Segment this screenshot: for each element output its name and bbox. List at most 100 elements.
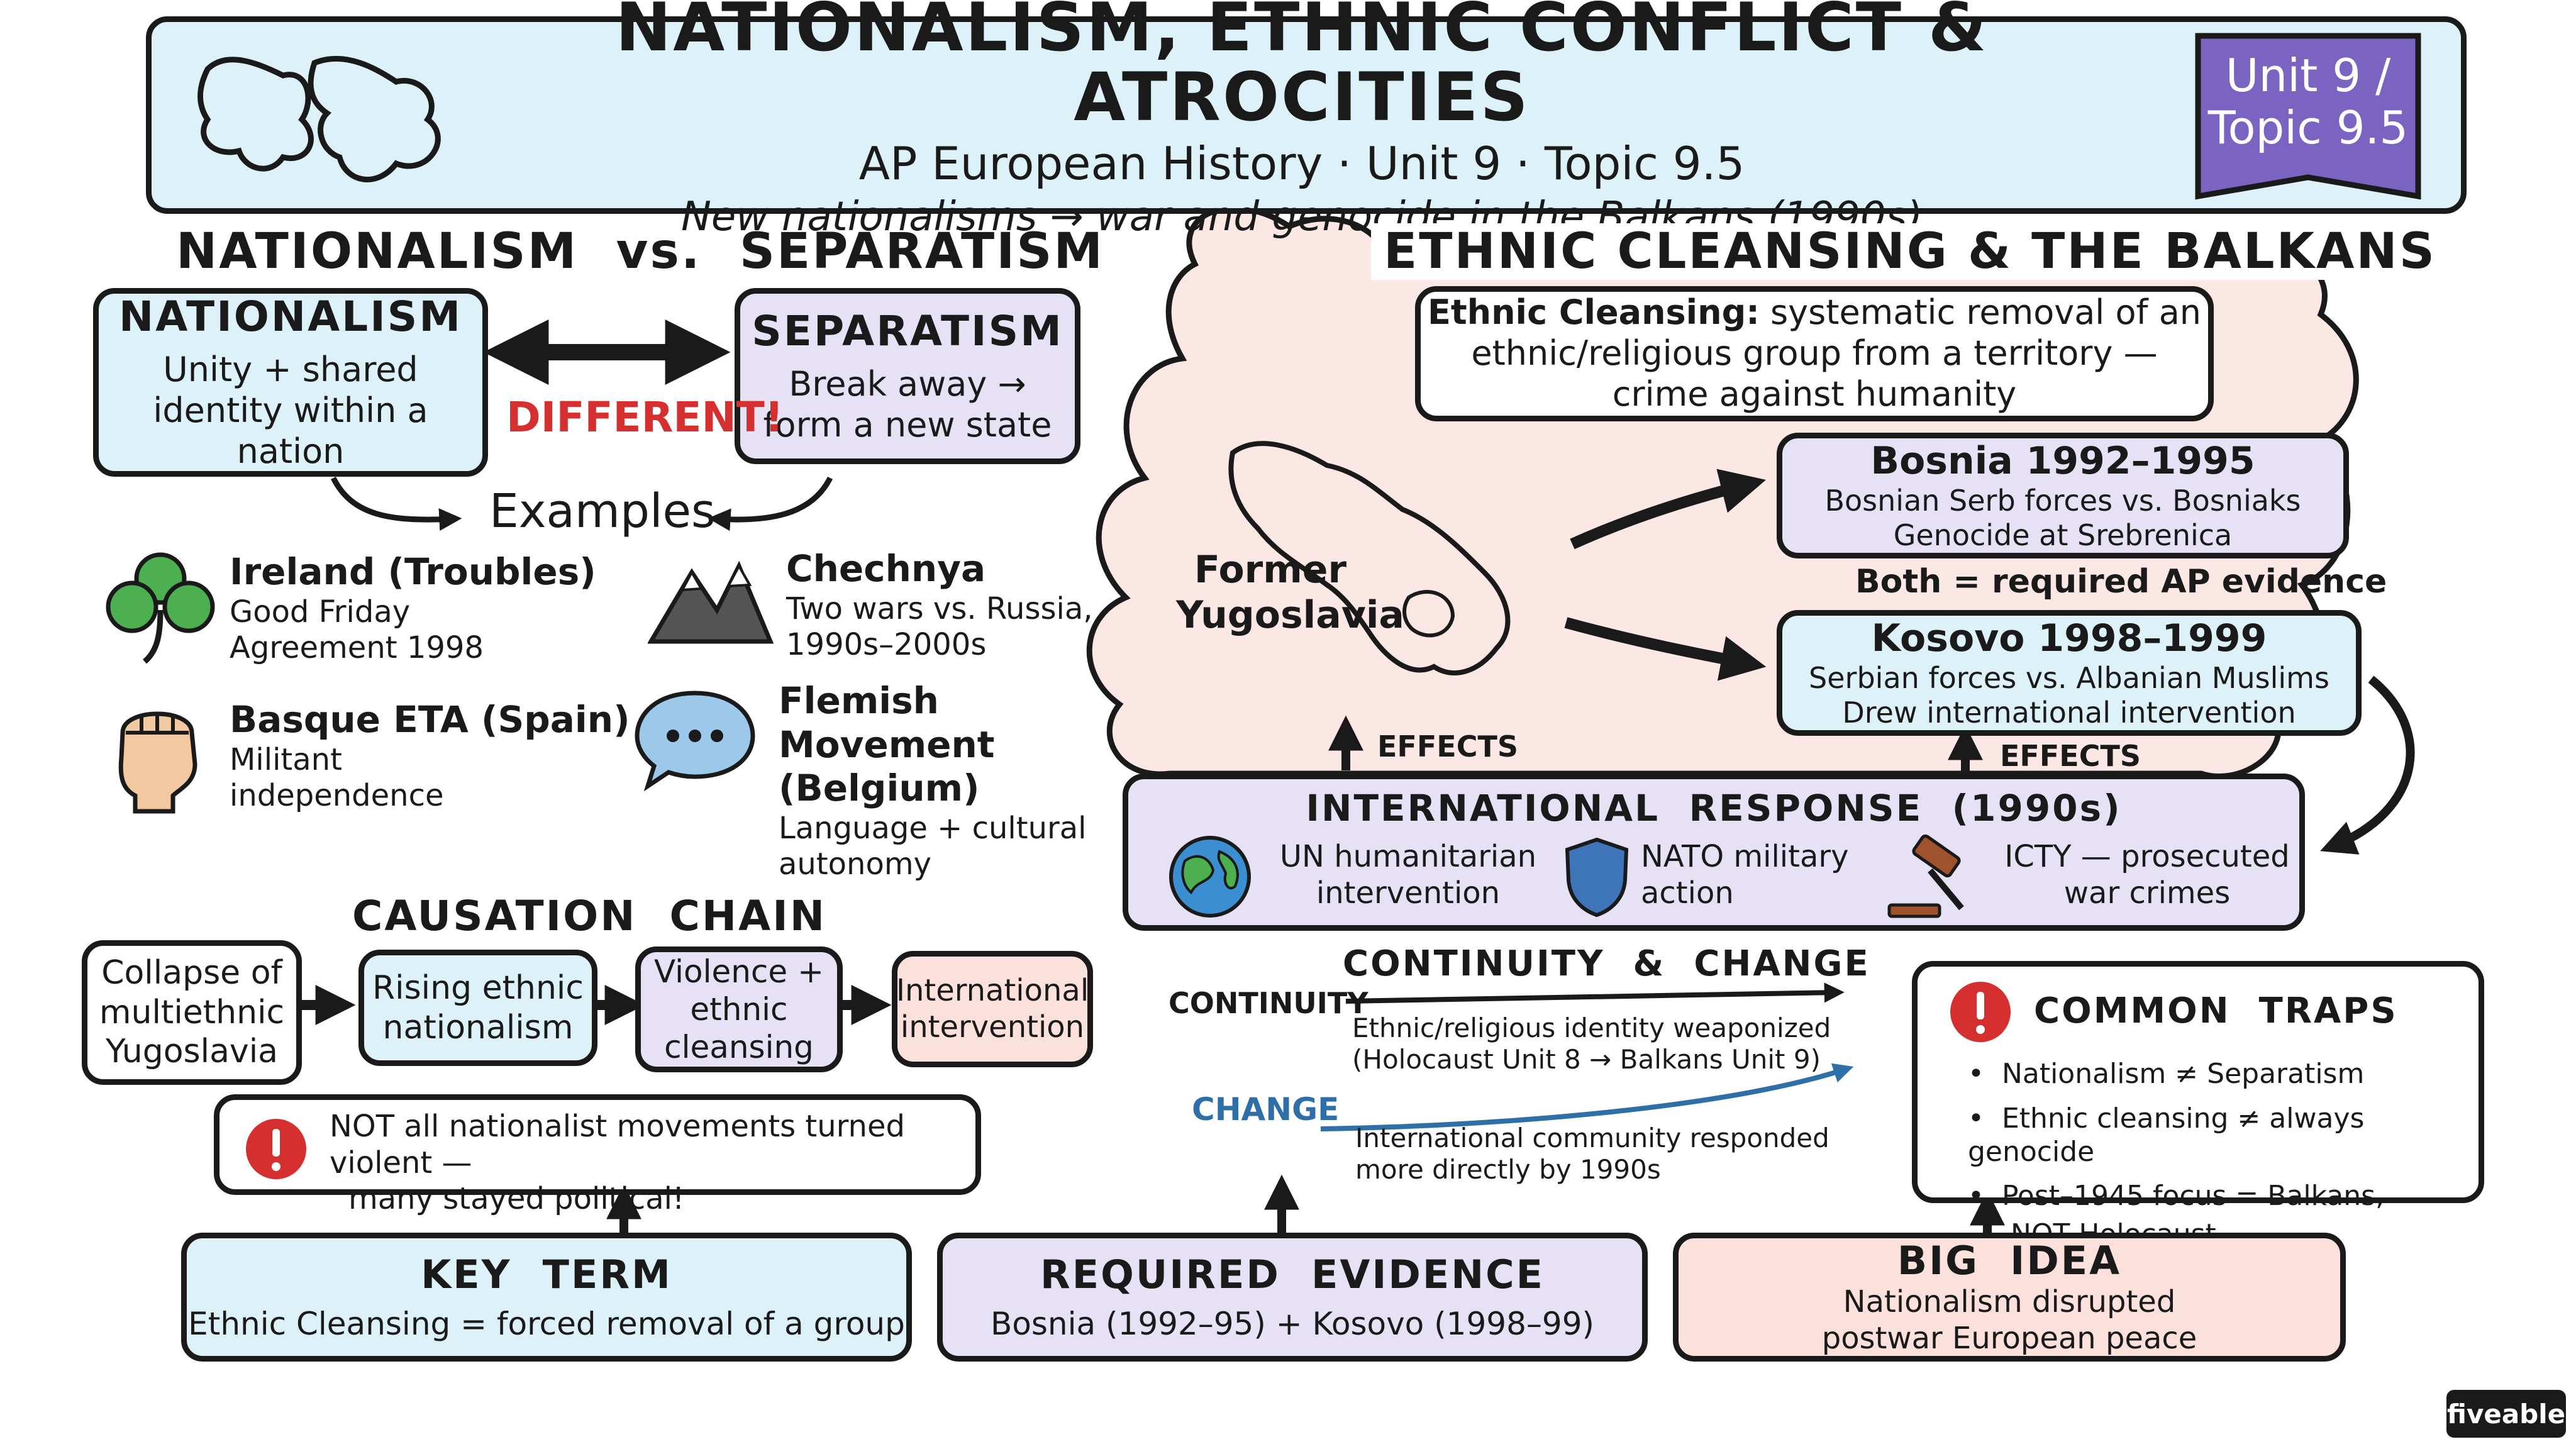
continuity-label: CONTINUITY (1169, 986, 1368, 1020)
evidence-title: REQUIRED EVIDENCE (1040, 1252, 1545, 1298)
step2-line1: Rising ethnic (372, 969, 584, 1008)
separatism-title: SEPARATISM (752, 306, 1063, 355)
evidence-text: Bosnia (1992–95) + Kosovo (1998–99) (990, 1305, 1595, 1342)
required-evidence-card: REQUIRED EVIDENCE Bosnia (1992–95) + Kos… (937, 1233, 1648, 1362)
effects-label-left: EFFECTS (1377, 730, 1518, 763)
response-icty-line2: war crimes (2063, 875, 2231, 911)
map-label-1: Former (1194, 548, 1347, 592)
separatism-card: SEPARATISM Break away → form a new state (735, 288, 1080, 464)
bosnia-line1: Bosnian Serb forces vs. Bosniaks (1824, 483, 2301, 518)
warning-line1: NOT all nationalist movements turned vio… (330, 1109, 905, 1180)
shield-icon (1565, 837, 1629, 918)
def-term: Ethnic Cleansing: (1427, 292, 1760, 333)
flemish-title2: (Belgium) (779, 767, 980, 810)
causation-heading: CAUSATION CHAIN (352, 892, 826, 940)
causation-warning: NOT all nationalist movements turned vio… (214, 1094, 981, 1216)
effects-label-right: EFFECTS (2000, 739, 2141, 773)
chechnya-line2: 1990s–2000s (786, 627, 987, 663)
step3-line1: Violence + (654, 953, 824, 990)
causation-step-3: Violence + ethnic cleansing (635, 947, 843, 1072)
causation-step-4: International intervention (892, 951, 1093, 1067)
continuity-line1: Ethnic/religious identity weaponized (1352, 1013, 1831, 1043)
continuity-line2: (Holocaust Unit 8 → Balkans Unit 9) (1352, 1044, 1821, 1075)
balkan-map-icon (197, 55, 441, 182)
def-line1: systematic removal of an (1759, 292, 2202, 333)
basque-line1: Militant (230, 741, 342, 777)
step1-line1: Collapse of (101, 954, 282, 992)
key-term-title: KEY TERM (421, 1252, 672, 1298)
flemish-line2: autonomy (779, 847, 931, 882)
kosovo-card: Kosovo 1998–1999 Serbian forces vs. Alba… (1777, 610, 2362, 736)
mountain-icon (648, 560, 774, 644)
warning-line2: many stayed political! (348, 1181, 685, 1217)
traps-heading: COMMON TRAPS (2034, 991, 2398, 1031)
big-idea-title: BIG IDEA (1897, 1237, 2122, 1284)
badge-line1: Unit 9 / (2225, 49, 2391, 103)
response-un-line2: intervention (1316, 875, 1501, 911)
step3-line2: ethnic (690, 991, 788, 1028)
bosnia-line2: Genocide at Srebrenica (1893, 518, 2233, 552)
step4-line1: International (896, 972, 1089, 1008)
page-title: NATIONALISM, ETHNIC CONFLICT & ATROCITIE… (615, 0, 1989, 136)
unit-badge: Unit 9 / Topic 9.5 (2195, 33, 2421, 201)
big-idea-line1: Nationalism disrupted (1843, 1284, 2176, 1320)
step1-line2: multiethnic (99, 993, 285, 1031)
alert-icon-traps (1950, 982, 2011, 1042)
step2-line2: nationalism (382, 1008, 574, 1046)
big-idea-card: BIG IDEA Nationalism disrupted postwar E… (1673, 1233, 2346, 1362)
nat-sep-heading: NATIONALISM vs. SEPARATISM (176, 223, 1105, 280)
yugoslavia-map-icon (1228, 441, 1511, 675)
header-banner (146, 16, 2467, 214)
big-idea-line2: postwar European peace (1821, 1320, 2197, 1356)
bosnia-card: Bosnia 1992–1995 Bosnian Serb forces vs.… (1777, 433, 2349, 558)
ireland-line2: Agreement 1998 (230, 630, 484, 666)
key-term-text: Ethnic Cleansing = forced removal of a g… (188, 1305, 905, 1342)
bosnia-title: Bosnia 1992–1995 (1870, 438, 2255, 483)
basque-line2: independence (230, 778, 444, 814)
nationalism-title: NATIONALISM (118, 292, 462, 341)
international-response-panel: INTERNATIONAL RESPONSE (1990s) UN humani… (1123, 774, 2305, 931)
balkans-heading: ETHNIC CLEANSING & THE BALKANS (1371, 223, 2449, 280)
nationalism-line1: Unity + shared (163, 350, 418, 390)
different-label: DIFFERENT! (506, 393, 784, 441)
map-label-2: Yugoslavia (1176, 593, 1404, 637)
badge-line2: Topic 9.5 (2207, 101, 2409, 154)
step3-line3: cleansing (664, 1029, 814, 1065)
response-nato-line2: action (1641, 875, 1734, 911)
causation-step-1: Collapse of multiethnic Yugoslavia (82, 940, 302, 1085)
step4-line2: intervention (900, 1009, 1085, 1045)
both-evidence-label: Both = required AP evidence (1855, 563, 2387, 601)
kosovo-line2: Drew international intervention (1842, 696, 2296, 730)
trap-item-1: • Nationalism ≠ Separatism (1968, 1058, 2365, 1090)
separatism-line1: Break away → (789, 364, 1026, 404)
cc-heading: CONTINUITY & CHANGE (1343, 943, 1870, 984)
nationalism-line2: identity within a nation (153, 391, 428, 471)
basque-title: Basque ETA (Spain) (230, 698, 630, 741)
ethnic-cleansing-definition: Ethnic Cleansing: systematic removal of … (1415, 286, 2214, 421)
globe-icon (1169, 836, 1251, 918)
change-label: CHANGE (1192, 1091, 1340, 1128)
response-nato-line1: NATO military (1641, 839, 1849, 874)
response-icty-line1: ICTY — prosecuted (2004, 839, 2290, 874)
flemish-title: Flemish Movement (779, 679, 995, 766)
shamrock-icon (106, 552, 215, 664)
def-line3: crime against humanity (1612, 374, 2017, 414)
ireland-title: Ireland (Troubles) (230, 550, 596, 593)
raised-fist-icon (118, 711, 197, 814)
causation-step-2: Rising ethnic nationalism (358, 950, 597, 1066)
response-un-line1: UN humanitarian (1279, 839, 1537, 874)
fiveable-logo: fiveable (2446, 1390, 2566, 1438)
chechnya-line1: Two wars vs. Russia, (786, 591, 1093, 626)
nationalism-card: NATIONALISM Unity + shared identity with… (93, 288, 488, 477)
kosovo-title: Kosovo 1998–1999 (1871, 616, 2267, 660)
change-line1: International community responded (1355, 1123, 1829, 1153)
separatism-line2: form a new state (763, 404, 1052, 445)
examples-label: Examples (489, 484, 716, 538)
response-title: INTERNATIONAL RESPONSE (1990s) (1306, 787, 2122, 830)
chechnya-title: Chechnya (786, 547, 986, 590)
change-line2: more directly by 1990s (1355, 1154, 1661, 1185)
trap-item-3: • Post–1945 focus = Balkans, (1968, 1180, 2385, 1213)
alert-icon (246, 1119, 306, 1179)
ireland-line1: Good Friday (230, 594, 411, 630)
gavel-icon (1887, 834, 1964, 918)
